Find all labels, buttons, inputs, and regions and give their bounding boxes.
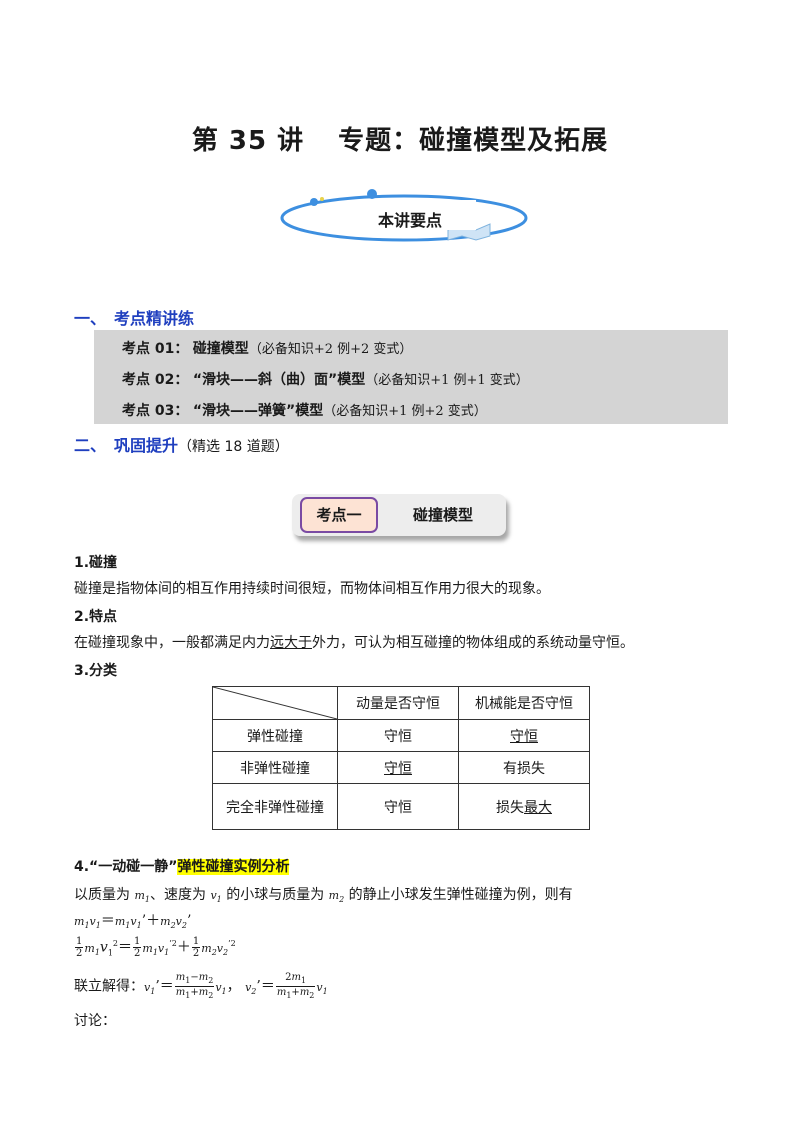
table-row: 完全非弹性碰撞 守恒 损失最大 — [212, 783, 590, 830]
heading-collision: 1.碰撞 — [74, 555, 118, 571]
heading-elastic-example: 4.“一动碰一静”弹性碰撞实例分析 — [74, 856, 290, 876]
table-cell: 非弹性碰撞 — [212, 751, 338, 784]
underlined-text: 远大于 — [270, 635, 312, 651]
key-point-title: “滑块——斜（曲）面”模型 — [192, 372, 366, 388]
var-m1: m1 — [134, 889, 150, 905]
table-row: 非弹性碰撞 守恒 有损失 — [212, 751, 590, 784]
table-header-cell: 动量是否守恒 — [337, 686, 459, 720]
var-m2: m2 — [328, 889, 345, 905]
table-header-cell: 机械能是否守恒 — [458, 686, 590, 720]
text-span: 外力，可认为相互碰撞的物体组成的系统动量守恒。 — [312, 635, 634, 651]
section-heading-2: 二、 巩固提升（精选 18 道题） — [74, 432, 289, 456]
table-cell: 守恒 — [337, 719, 459, 752]
diagonal-header-cell — [212, 686, 338, 720]
table-cell: 守恒 — [458, 719, 590, 752]
paragraph-example: 以质量为 m1、速度为 v1 的小球与质量为 m2 的静止小球发生弹性碰撞为例，… — [74, 884, 573, 904]
highlighted-text: 弹性碰撞实例分析 — [177, 859, 290, 875]
underlined-text: 最大 — [524, 799, 552, 816]
ring-decoration-icon — [280, 189, 528, 242]
ring-label: 本讲要点 — [377, 211, 442, 230]
underlined-text: 守恒 — [510, 728, 538, 745]
key-point-title: “滑块——弹簧”模型 — [192, 403, 324, 419]
key-point-label: 考点 01： — [122, 341, 189, 357]
key-point-note: （必备知识+1 例+2 变式） — [323, 404, 487, 419]
heading-classification: 3.分类 — [74, 663, 118, 679]
section-heading-2-note: （精选 18 道题） — [178, 439, 289, 455]
key-point-3[interactable]: 考点 03： “滑块——弹簧”模型（必备知识+1 例+2 变式） — [122, 400, 487, 420]
table-cell: 守恒 — [337, 783, 459, 830]
text-span: 、速度为 — [149, 887, 211, 903]
key-point-label: 考点 02： — [122, 372, 189, 388]
page-title: 第 35 讲 专题：碰撞模型及拓展 — [0, 120, 800, 157]
topic-badge-title: 碰撞模型 — [412, 506, 473, 524]
section-heading-2-label: 二、 巩固提升 — [74, 436, 179, 455]
lecture-number: 第 35 讲 — [191, 126, 305, 156]
key-point-label: 考点 03： — [122, 403, 189, 419]
key-points-box — [94, 330, 728, 424]
key-point-title: 碰撞模型 — [192, 341, 249, 357]
heading-features: 2.特点 — [74, 609, 118, 625]
table-row: 弹性碰撞 守恒 守恒 — [212, 719, 590, 752]
paragraph-discussion: 讨论： — [74, 1013, 116, 1029]
underlined-text: 守恒 — [384, 760, 412, 777]
table-cell: 弹性碰撞 — [212, 719, 338, 752]
key-point-note: （必备知识+2 例+2 变式） — [248, 342, 413, 357]
section-heading-1: 一、 考点精讲练 — [74, 309, 195, 328]
key-point-note: （必备知识+1 例+1 变式） — [365, 373, 529, 388]
topic-badge-number: 考点一 — [300, 497, 378, 533]
classification-table: 动量是否守恒 机械能是否守恒 弹性碰撞 守恒 守恒 非弹性碰撞 守恒 有损失 完… — [212, 686, 590, 830]
text-span: 以质量为 — [74, 887, 135, 903]
text-span: 在碰撞现象中，一般都满足内力 — [74, 635, 270, 651]
equation-momentum: m1v1＝m1v1’＋m2v2’ — [74, 913, 192, 931]
table-header-row: 动量是否守恒 机械能是否守恒 — [212, 686, 590, 720]
var-v1: v1 — [210, 889, 222, 905]
text-span: 损失 — [496, 799, 524, 816]
text-span: 的小球与质量为 — [221, 887, 329, 903]
key-point-2[interactable]: 考点 02： “滑块——斜（曲）面”模型（必备知识+1 例+1 变式） — [122, 369, 529, 389]
table-cell: 完全非弹性碰撞 — [212, 783, 338, 830]
text-span: 的静止小球发生弹性碰撞为例，则有 — [344, 887, 573, 903]
table-cell: 守恒 — [337, 751, 459, 784]
table-cell: 有损失 — [458, 751, 590, 784]
table-cell: 损失最大 — [458, 783, 590, 830]
paragraph-features: 在碰撞现象中，一般都满足内力远大于外力，可认为相互碰撞的物体组成的系统动量守恒。 — [74, 632, 634, 652]
diagonal-line-icon — [213, 687, 337, 719]
lecture-topic: 专题：碰撞模型及拓展 — [338, 126, 609, 156]
key-point-1[interactable]: 考点 01： 碰撞模型（必备知识+2 例+2 变式） — [122, 338, 412, 358]
text-span: 4.“一动碰一静” — [74, 859, 178, 875]
paragraph-collision: 碰撞是指物体间的相互作用持续时间很短，而物体间相互作用力很大的现象。 — [74, 581, 550, 597]
text-span: 联立解得： — [74, 978, 144, 995]
